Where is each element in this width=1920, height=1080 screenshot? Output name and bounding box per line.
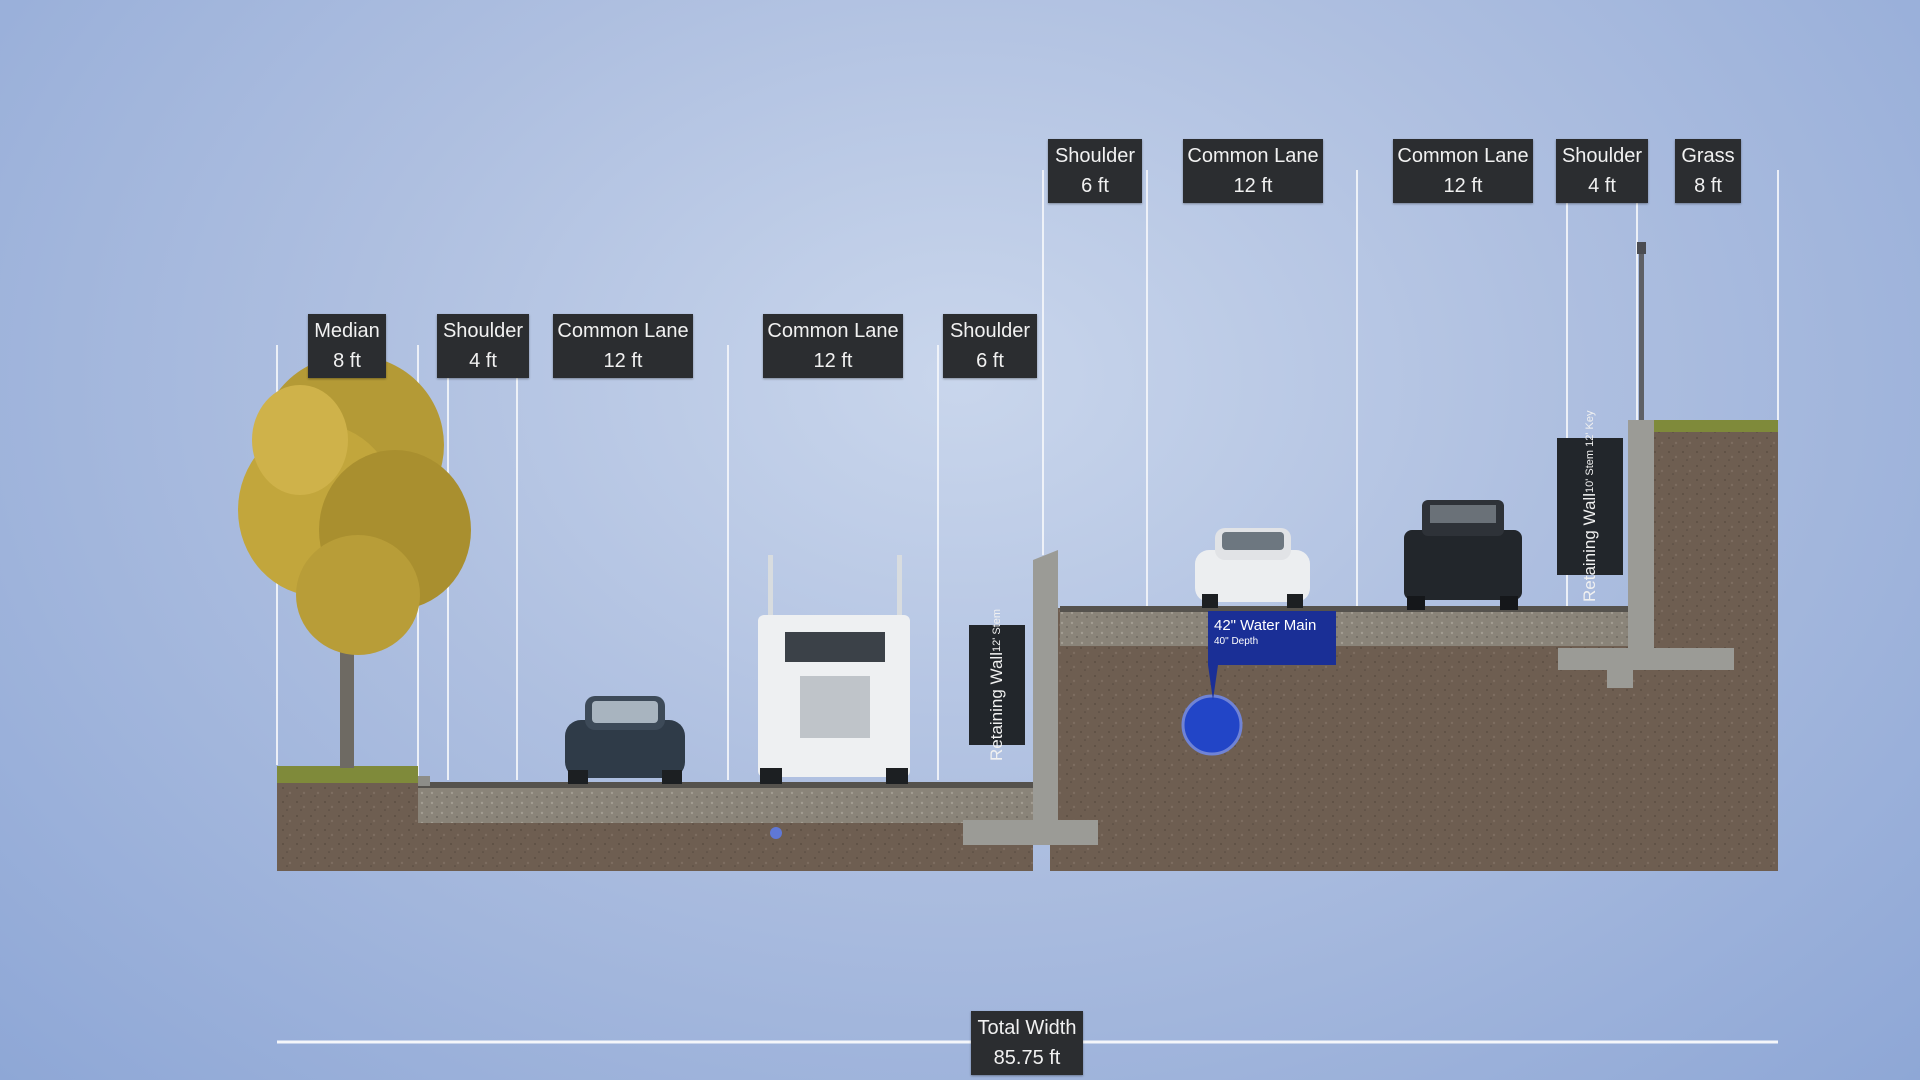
- label-median: Median 8 ft: [308, 314, 386, 378]
- label-grass: Grass 8 ft: [1675, 139, 1741, 203]
- utility-marker: [770, 827, 782, 839]
- pickup-truck: [1404, 500, 1522, 610]
- retaining-wall-right-title: Retaining Wall: [1580, 493, 1599, 603]
- label-common-lane-4-width: 12 ft: [1443, 175, 1483, 197]
- label-shoulder-lower-right: Shoulder 6 ft: [943, 314, 1037, 378]
- median-tree: [238, 355, 471, 768]
- label-shoulder-left-width: 4 ft: [469, 350, 497, 372]
- ground-lower: [277, 766, 1033, 871]
- label-common-lane-2-name: Common Lane: [767, 320, 899, 342]
- retaining-wall-right-tag: Retaining Wall 10' Stem 12' Key: [1557, 411, 1623, 602]
- retaining-wall-left-spec: 12' Stem: [991, 608, 1003, 653]
- label-shoulder-lower-right-width: 6 ft: [976, 350, 1004, 372]
- water-main-label: 42" Water Main 40" Depth: [1208, 611, 1336, 665]
- light-pole: [1637, 242, 1646, 420]
- retaining-wall-right-spec: 10' Stem 12' Key: [1584, 410, 1596, 494]
- label-grass-name: Grass: [1681, 145, 1735, 167]
- white-sedan: [1195, 528, 1310, 608]
- ground-upper: [1050, 420, 1778, 871]
- total-width-value: 85.75 ft: [993, 1047, 1061, 1069]
- label-shoulder-upper-right-width: 4 ft: [1588, 175, 1616, 197]
- water-main-depth: 40" Depth: [1214, 636, 1259, 647]
- water-main-title: 42" Water Main: [1214, 617, 1317, 634]
- label-grass-width: 8 ft: [1694, 175, 1722, 197]
- label-common-lane-4: Common Lane 12 ft: [1393, 139, 1533, 203]
- label-common-lane-4-name: Common Lane: [1397, 145, 1529, 167]
- label-common-lane-2-width: 12 ft: [813, 350, 853, 372]
- sedan-car: [565, 696, 685, 784]
- label-median-width: 8 ft: [333, 350, 361, 372]
- label-shoulder-upper-left-name: Shoulder: [1054, 145, 1136, 167]
- label-common-lane-1: Common Lane 12 ft: [553, 314, 693, 378]
- retaining-wall-right: [1558, 420, 1734, 688]
- label-common-lane-2: Common Lane 12 ft: [763, 314, 903, 378]
- label-median-name: Median: [314, 320, 380, 342]
- retaining-wall-left-tag: Retaining Wall 12' Stem: [969, 609, 1025, 761]
- total-width-title: Total Width: [977, 1017, 1077, 1039]
- label-shoulder-upper-left-width: 6 ft: [1081, 175, 1109, 197]
- label-common-lane-1-width: 12 ft: [603, 350, 643, 372]
- label-common-lane-1-name: Common Lane: [557, 320, 689, 342]
- label-common-lane-3-name: Common Lane: [1187, 145, 1319, 167]
- label-shoulder-lower-right-name: Shoulder: [949, 320, 1031, 342]
- label-shoulder-upper-right-name: Shoulder: [1561, 145, 1643, 167]
- retaining-wall-left: [963, 550, 1098, 845]
- total-width-label: Total Width 85.75 ft: [971, 1011, 1083, 1075]
- label-shoulder-left-name: Shoulder: [442, 320, 524, 342]
- label-common-lane-3: Common Lane 12 ft: [1183, 139, 1323, 203]
- label-shoulder-upper-left: Shoulder 6 ft: [1048, 139, 1142, 203]
- label-common-lane-3-width: 12 ft: [1233, 175, 1273, 197]
- water-main-pipe: [1181, 665, 1243, 756]
- semi-truck: [758, 555, 910, 784]
- label-shoulder-upper-right: Shoulder 4 ft: [1556, 139, 1648, 203]
- label-shoulder-left: Shoulder 4 ft: [437, 314, 529, 378]
- retaining-wall-left-title: Retaining Wall: [987, 652, 1006, 762]
